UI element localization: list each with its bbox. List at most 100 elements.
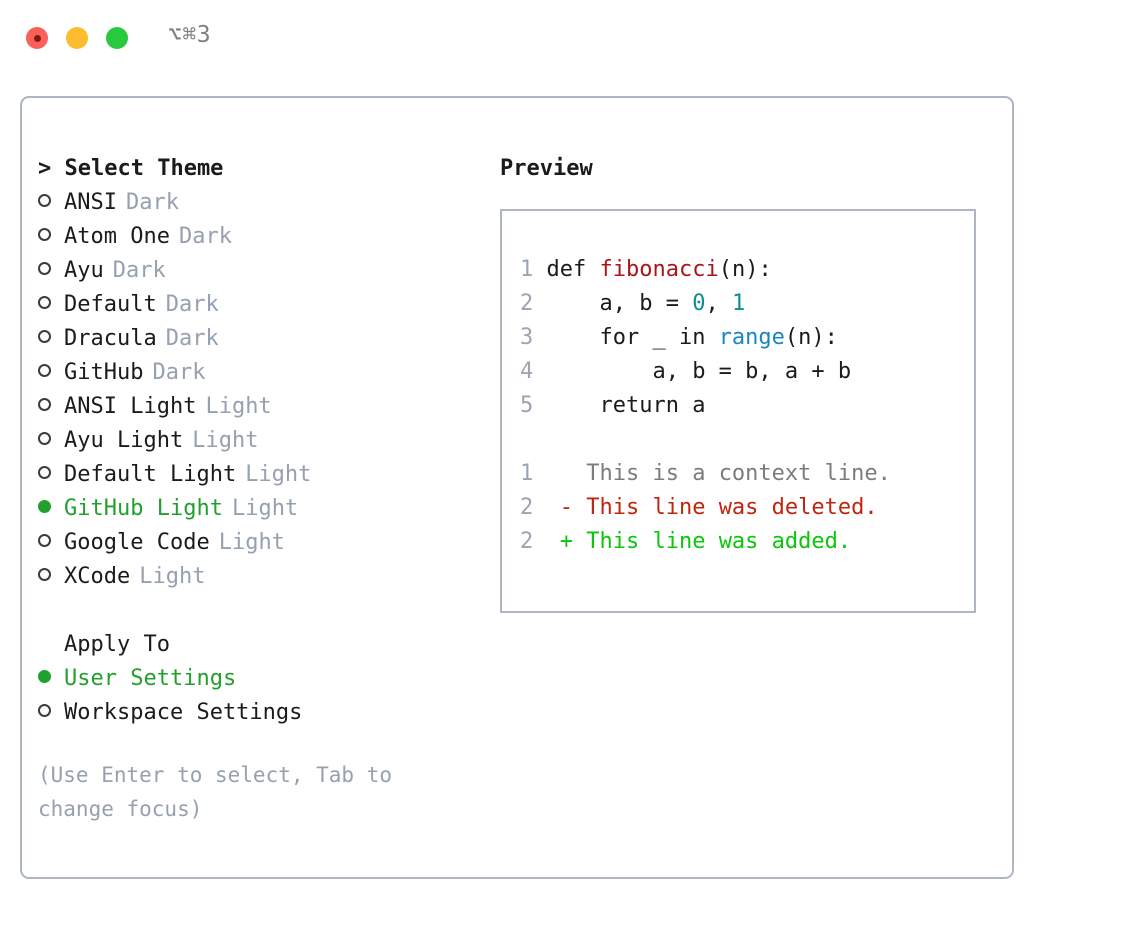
radio-selected-icon (38, 662, 64, 696)
title-bar: ⌥⌘3 (0, 0, 1140, 78)
apply-option-label: User Settings (64, 666, 237, 691)
radio-unselected-icon (38, 424, 64, 458)
apply-option-label: Workspace Settings (64, 700, 303, 725)
line-number: 1 (520, 461, 560, 486)
maximize-button[interactable] (106, 27, 128, 49)
line-number: 5 (520, 393, 547, 418)
code-token: a, b = b, a + b (546, 359, 852, 384)
theme-option-label: Dracula (64, 326, 157, 351)
line-number: 2 (520, 529, 560, 554)
radio-unselected-icon (38, 458, 64, 492)
theme-option-google-code[interactable]: Google Code Light (38, 526, 488, 560)
window-controls (26, 27, 128, 49)
radio-unselected-icon (38, 560, 64, 594)
radio-unselected-icon (38, 356, 64, 390)
diff-line-text: This is a context line. (559, 461, 891, 486)
code-token: a, b = (546, 291, 693, 316)
radio-unselected-icon (38, 390, 64, 424)
theme-option-ansi-light[interactable]: ANSI Light Light (38, 390, 488, 424)
theme-variant-tag: Light (205, 394, 272, 419)
theme-option-label: Default Light (64, 462, 237, 487)
theme-variant-tag: Light (245, 462, 312, 487)
theme-variant-tag: Dark (125, 190, 179, 215)
code-token: return a (546, 393, 706, 418)
theme-option-label: GitHub (64, 360, 144, 385)
code-token: for _ in (546, 325, 719, 350)
apply-option-workspace-settings[interactable]: Workspace Settings (38, 696, 488, 730)
code-token: (n): (718, 257, 772, 282)
minimize-button[interactable] (66, 27, 88, 49)
theme-option-atom-one[interactable]: Atom One Dark (38, 220, 488, 254)
theme-option-ayu[interactable]: Ayu Dark (38, 254, 488, 288)
list-spacer (38, 594, 488, 628)
code-line: 4 a, b = b, a + b (520, 355, 968, 389)
code-token: range (718, 325, 785, 350)
preview-heading: Preview (500, 156, 593, 181)
theme-option-dracula[interactable]: Dracula Dark (38, 322, 488, 356)
keyboard-shortcut-label: ⌥⌘3 (168, 22, 212, 48)
theme-option-label: Atom One (64, 224, 170, 249)
code-token: 1 (731, 291, 746, 316)
theme-option-label: Ayu (64, 258, 104, 283)
line-number: 4 (520, 359, 547, 384)
radio-unselected-icon (38, 526, 64, 560)
radio-unselected-icon (38, 220, 64, 254)
select-theme-heading: > Select Theme (38, 156, 224, 181)
radio-unselected-icon (38, 322, 64, 356)
line-number: 3 (520, 325, 547, 350)
diff-line-context: 1 This is a context line. (520, 457, 968, 491)
theme-variant-tag: Light (231, 496, 299, 521)
theme-option-label: Ayu Light (64, 428, 184, 453)
theme-variant-tag: Dark (165, 326, 219, 351)
diff-line-deleted: 2 - This line was deleted. (520, 491, 968, 525)
theme-option-label: ANSI Light (64, 394, 197, 419)
diff-block: 1 This is a context line.2 - This line w… (520, 457, 968, 559)
keyboard-hint: (Use Enter to select, Tab to change focu… (38, 763, 393, 821)
diff-line-text: + This line was added. (559, 529, 852, 554)
code-token: def (546, 257, 600, 282)
line-number: 1 (520, 257, 547, 282)
theme-option-default-light[interactable]: Default Light Light (38, 458, 488, 492)
code-line: 5 return a (520, 389, 968, 423)
theme-option-label: Google Code (64, 530, 210, 555)
theme-option-label: GitHub Light (64, 496, 223, 521)
theme-variant-tag: Dark (152, 360, 206, 385)
theme-variant-tag: Dark (165, 292, 219, 317)
radio-selected-icon (38, 492, 64, 526)
code-token: (n): (784, 325, 838, 350)
code-diff-separator (520, 423, 968, 457)
preview-column: Preview 1 def fibonacci(n): 2 a, b = 0, 1… (500, 152, 1000, 613)
theme-option-label: XCode (64, 564, 131, 589)
theme-option-github[interactable]: GitHub Dark (38, 356, 488, 390)
theme-variant-tag: Light (218, 530, 285, 555)
code-token: , (705, 291, 732, 316)
radio-unselected-icon (38, 288, 64, 322)
code-line: 3 for _ in range(n): (520, 321, 968, 355)
theme-variant-tag: Dark (112, 258, 166, 283)
code-preview: 1 def fibonacci(n): 2 a, b = 0, 1 3 for _ … (520, 253, 968, 559)
apply-to-heading: Apply To (64, 632, 170, 657)
line-number: 2 (520, 495, 560, 520)
theme-option-ayu-light[interactable]: Ayu Light Light (38, 424, 488, 458)
radio-unselected-icon (38, 254, 64, 288)
radio-unselected-icon (38, 186, 64, 220)
radio-unselected-icon (38, 696, 64, 730)
preview-box: 1 def fibonacci(n): 2 a, b = 0, 1 3 for _ … (500, 209, 976, 613)
theme-variant-tag: Dark (178, 224, 232, 249)
diff-line-added: 2 + This line was added. (520, 525, 968, 559)
theme-option-github-light[interactable]: GitHub Light Light (38, 492, 488, 526)
code-line: 1 def fibonacci(n): (520, 253, 968, 287)
close-button[interactable] (26, 27, 48, 49)
theme-variant-tag: Light (192, 428, 259, 453)
apply-option-user-settings[interactable]: User Settings (38, 662, 488, 696)
code-token: 0 (692, 291, 706, 316)
